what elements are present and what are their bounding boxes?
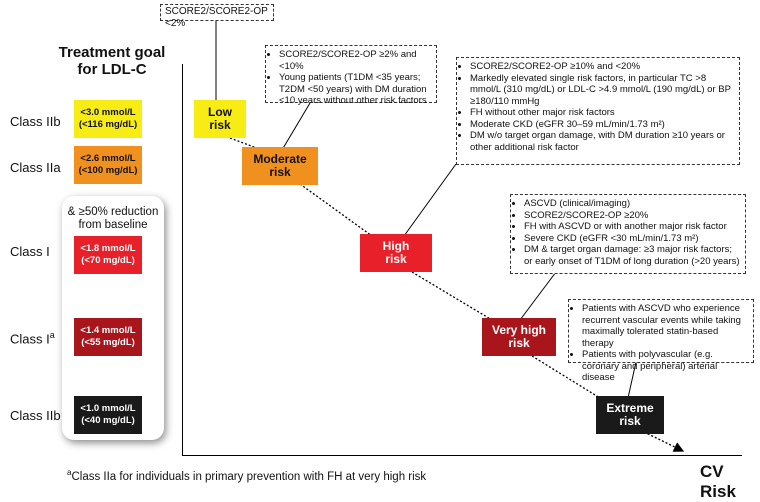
- criteria-item: Patients with polyvascular (e.g. coronar…: [582, 349, 749, 384]
- criteria-item: DM & target organ damage: ≥3 major risk …: [524, 244, 741, 267]
- criteria-box-high: SCORE2/SCORE2-OP ≥10% and <20% Markedly …: [456, 57, 740, 165]
- progression-arrow: [643, 431, 685, 452]
- class-label: Class I: [10, 244, 50, 259]
- callout-pointer: [627, 361, 637, 399]
- reduction-note: & ≥50% reduction from baseline: [67, 206, 159, 231]
- callout-pointer: [281, 102, 311, 151]
- ldl-target-badge: <2.6 mmol/L(<100 mg/dL): [74, 146, 142, 184]
- criteria-item: FH without other major risk factors: [470, 107, 735, 119]
- x-axis-line: [182, 455, 742, 456]
- class-label: Class IIb: [10, 114, 61, 129]
- criteria-box-very-high: ASCVD (clinical/imaging) SCORE2/SCORE2-O…: [510, 194, 746, 274]
- criteria-item: Severe CKD (eGFR <30 mL/min/1.73 m²): [524, 233, 741, 245]
- treatment-goal-title: Treatment goal for LDL-C: [52, 44, 172, 78]
- criteria-box-low: SCORE2/SCORE2-OP <2%: [160, 4, 274, 29]
- criteria-item: SCORE2/SCORE2-OP ≥2% and <10%: [279, 49, 432, 72]
- criteria-item: FH with ASCVD or with another major risk…: [524, 221, 741, 233]
- x-axis-label: CV Risk: [700, 462, 736, 501]
- footnote: aClass IIa for individuals in primary pr…: [67, 468, 427, 483]
- criteria-item: Young patients (T1DM <35 years; T2DM <50…: [279, 72, 432, 107]
- criteria-item: Moderate CKD (eGFR 30–59 mL/min/1.73 m²): [470, 119, 735, 131]
- treatment-goal-title-line1: Treatment goal: [58, 44, 166, 61]
- criteria-item: DM w/o target organ damage, with DM dura…: [470, 130, 735, 153]
- ldl-target-badge: <1.4 mmol/L(<55 mg/dL): [74, 318, 142, 356]
- criteria-item: SCORE2/SCORE2-OP ≥20%: [524, 210, 741, 222]
- progression-line: [299, 183, 373, 237]
- ldl-target-badge: <1.8 mmol/L(<70 mg/dL): [74, 236, 142, 274]
- connector-lines: [215, 20, 685, 452]
- callout-pointer: [403, 163, 457, 237]
- ldl-target-badge: <1.0 mmol/L(<40 mg/dL): [74, 396, 142, 434]
- callout-pointer: [519, 271, 557, 321]
- class-label: Class IIb: [10, 408, 61, 423]
- class-label: Class IIa: [10, 160, 61, 175]
- criteria-item: ASCVD (clinical/imaging): [524, 198, 741, 210]
- criteria-box-extreme: Patients with ASCVD who experience recur…: [568, 299, 754, 383]
- criteria-item: Patients with ASCVD who experience recur…: [582, 303, 749, 349]
- ldl-target-badge: <3.0 mmol/L(<116 mg/dL): [74, 100, 142, 138]
- progression-line: [531, 355, 601, 399]
- class-label: Class Ia: [10, 330, 55, 347]
- criteria-item: Markedly elevated single risk factors, i…: [470, 73, 735, 108]
- treatment-goal-title-line2: for LDL-C: [77, 61, 147, 78]
- progression-line: [411, 271, 493, 321]
- y-axis-line: [182, 64, 183, 456]
- criteria-item: SCORE2/SCORE2-OP ≥10% and <20%: [470, 61, 735, 73]
- criteria-box-moderate: SCORE2/SCORE2-OP ≥2% and <10% Young pati…: [265, 45, 437, 106]
